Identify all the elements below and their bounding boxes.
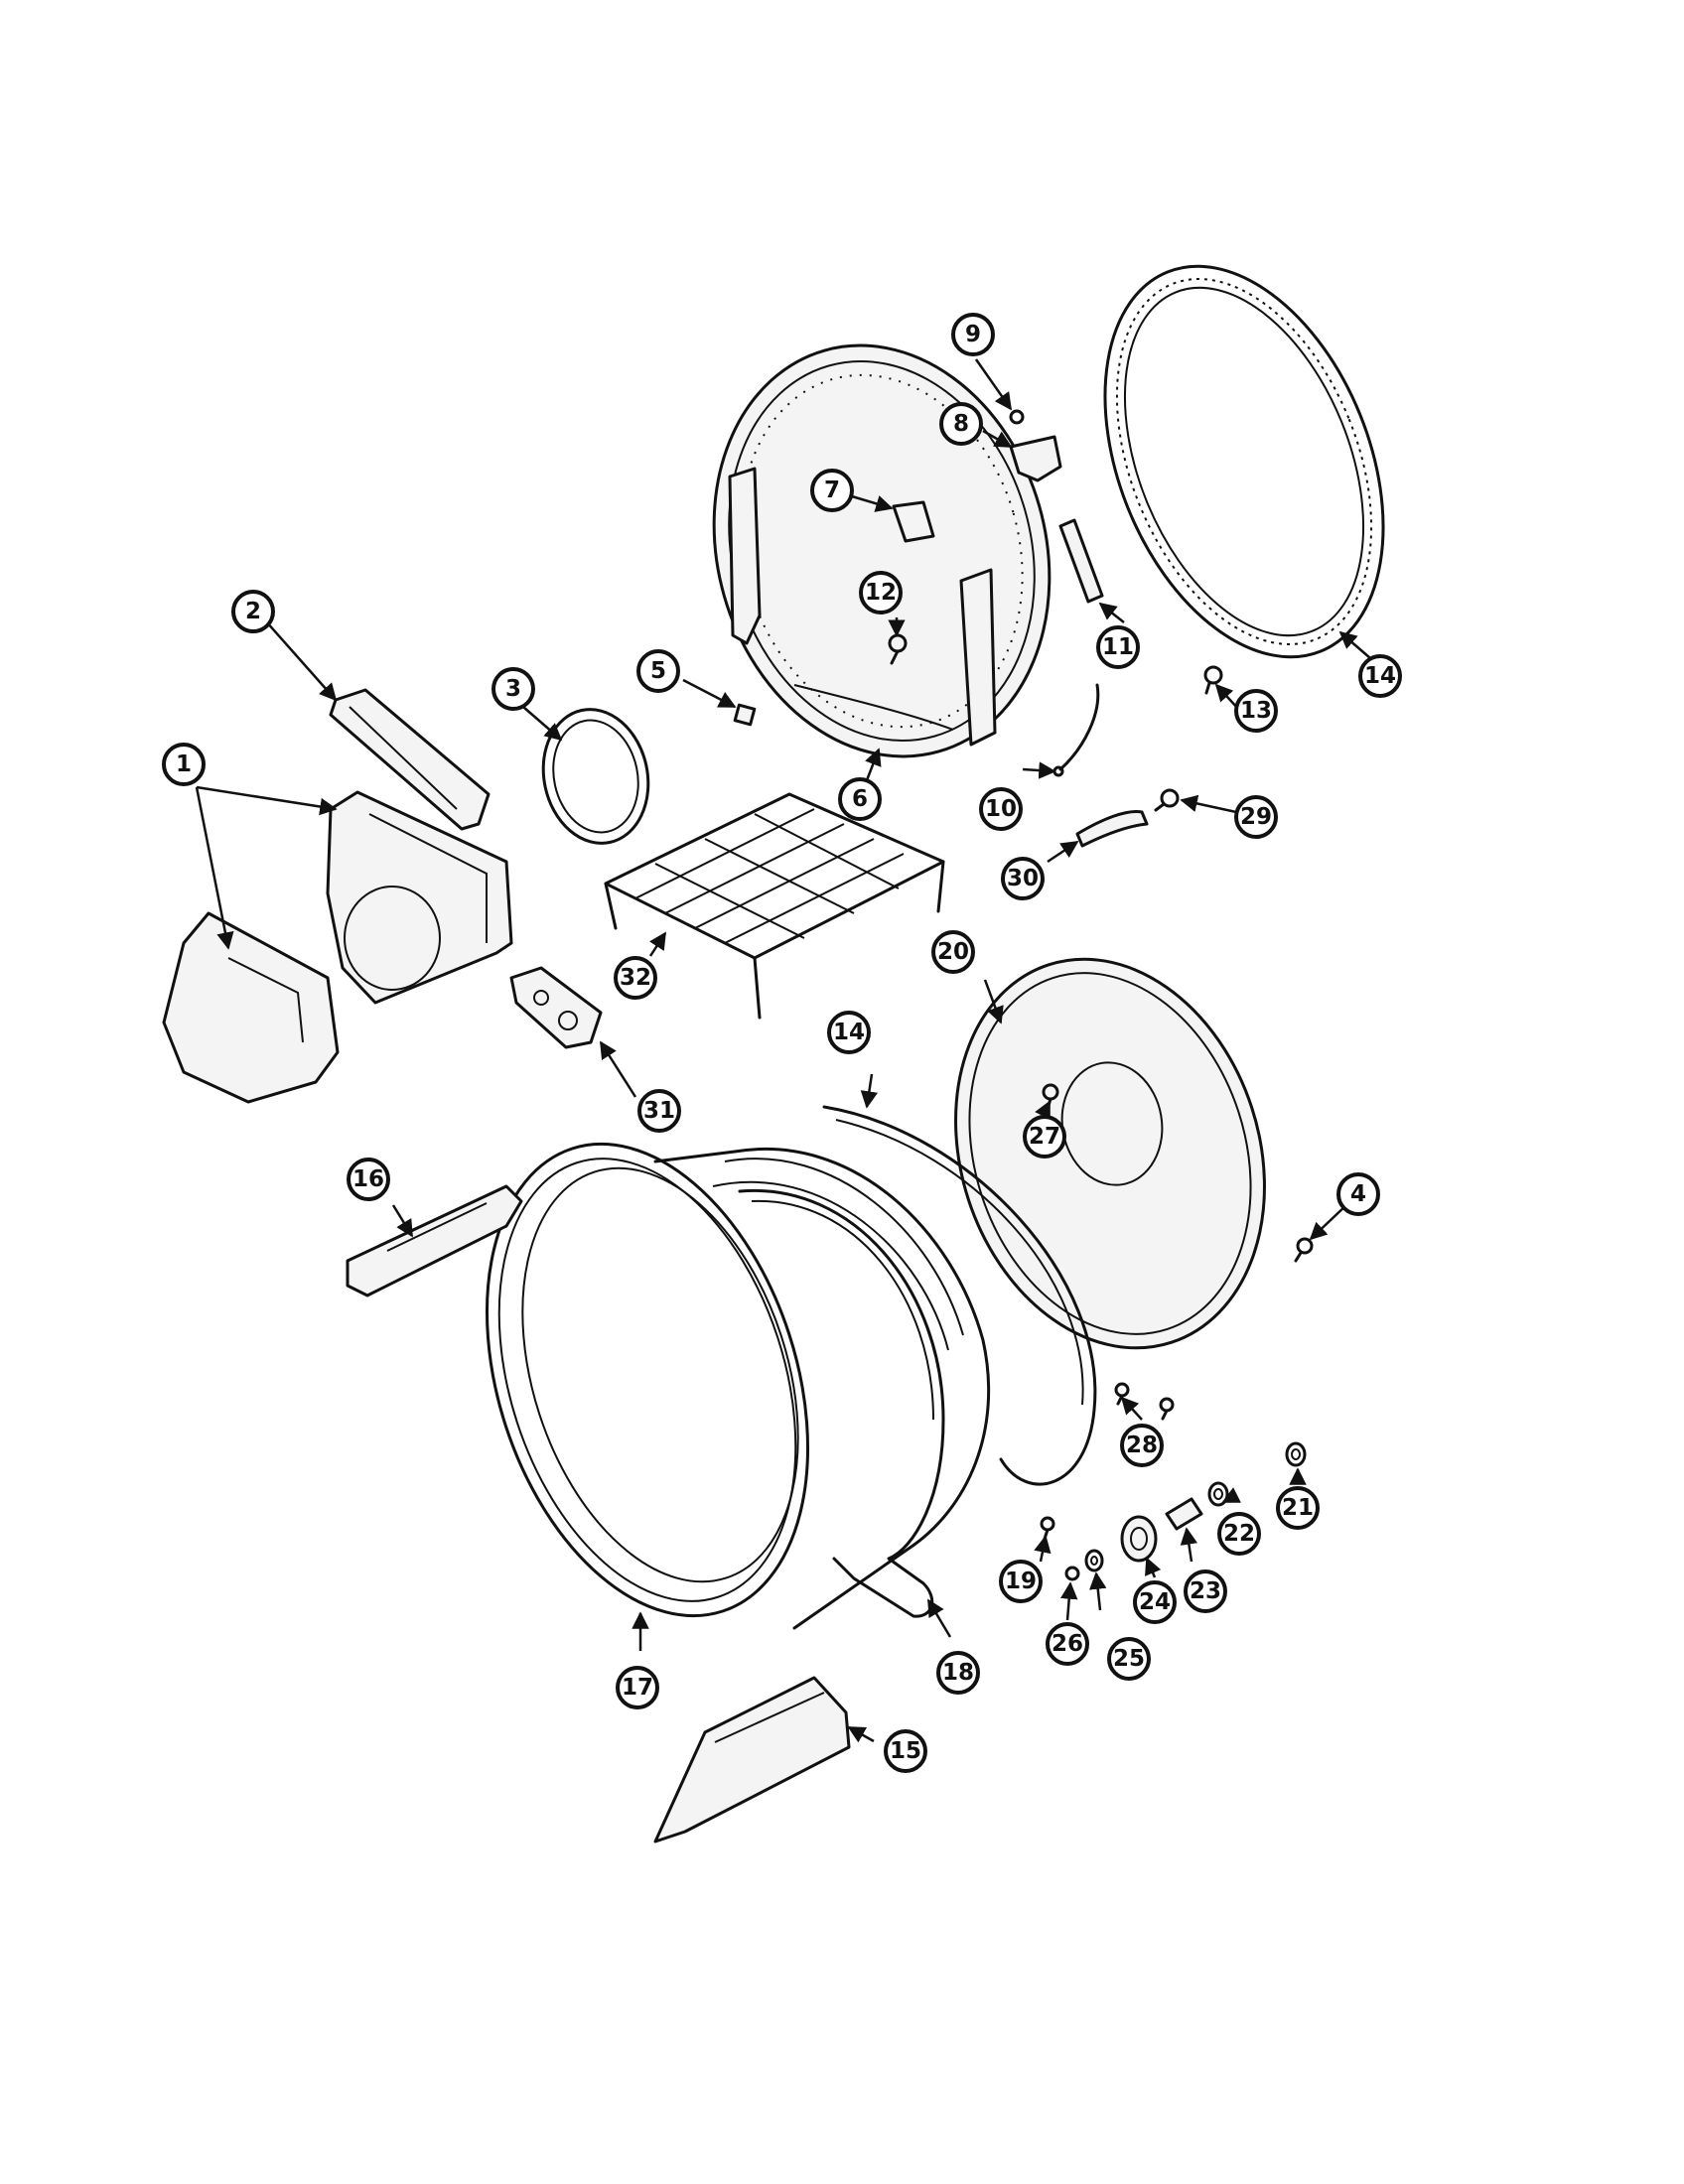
svg-text:21: 21	[1282, 1495, 1314, 1521]
part-20-front-bulkhead	[954, 957, 1266, 1350]
part-23-shaft	[1165, 1497, 1203, 1531]
svg-text:13: 13	[1240, 698, 1272, 724]
callout: 24	[1133, 1580, 1177, 1624]
callout: 9	[951, 313, 995, 356]
part-31-bracket	[509, 966, 603, 1049]
svg-text:18: 18	[942, 1660, 974, 1686]
callout: 29	[1234, 795, 1278, 839]
svg-text:28: 28	[1126, 1433, 1158, 1458]
svg-text:15: 15	[890, 1738, 921, 1764]
callout: 5	[636, 649, 680, 693]
svg-text:14: 14	[1364, 663, 1396, 689]
callout: 23	[1184, 1570, 1227, 1613]
part-15-front-bracket	[653, 1676, 851, 1843]
callout: 12	[859, 571, 903, 614]
svg-text:30: 30	[1007, 866, 1039, 891]
svg-text:2: 2	[245, 599, 261, 624]
svg-text:10: 10	[985, 796, 1017, 822]
part-17-drum	[485, 1142, 991, 1630]
callout: 6	[838, 777, 882, 821]
part-3-ring	[541, 708, 650, 845]
callout: 26	[1046, 1622, 1089, 1666]
svg-text:23: 23	[1190, 1578, 1221, 1604]
svg-text:32: 32	[620, 965, 651, 991]
svg-text:27: 27	[1029, 1124, 1060, 1150]
part-8-bracket	[1009, 435, 1062, 482]
callout: 2	[231, 590, 275, 633]
callout: 8	[939, 402, 983, 446]
svg-text:6: 6	[852, 786, 868, 812]
part-14-rear-drum-seal	[1103, 264, 1385, 659]
part-32-drying-rack	[604, 792, 945, 1020]
part-26-nut	[1064, 1566, 1080, 1581]
callout: 7	[810, 469, 854, 512]
svg-text:19: 19	[1005, 1569, 1037, 1594]
callout: 3	[491, 667, 535, 711]
part-19-screw	[1040, 1516, 1055, 1541]
callout: 22	[1217, 1512, 1261, 1556]
part-21-bearing	[1285, 1441, 1307, 1467]
part-6-rear-bulkhead	[712, 343, 1052, 758]
svg-text:22: 22	[1223, 1521, 1255, 1547]
part-9-nut	[1009, 409, 1025, 425]
svg-text:8: 8	[953, 411, 969, 437]
leader-lines	[195, 358, 1371, 1743]
callout: 11	[1096, 625, 1140, 669]
svg-text:31: 31	[643, 1098, 675, 1124]
callout: 31	[637, 1089, 681, 1133]
callout: 15	[884, 1729, 927, 1773]
part-11-slide	[1058, 518, 1104, 604]
callout: 18	[936, 1651, 980, 1695]
svg-text:20: 20	[937, 939, 969, 965]
part-5-clip	[733, 703, 757, 727]
svg-text:5: 5	[650, 658, 666, 684]
svg-text:17: 17	[622, 1675, 653, 1701]
part-25-washer	[1084, 1549, 1104, 1572]
callout: 10	[979, 787, 1023, 831]
callout: 17	[616, 1666, 659, 1709]
svg-text:7: 7	[824, 478, 840, 503]
part-4-screw	[1294, 1237, 1314, 1263]
callout: 19	[999, 1560, 1043, 1603]
callout: 1	[162, 743, 206, 786]
callout: 30	[1001, 857, 1045, 900]
part-24-pulley	[1120, 1515, 1158, 1563]
svg-text:4: 4	[1350, 1181, 1366, 1207]
callout: 25	[1107, 1637, 1151, 1681]
part-13-screw	[1203, 665, 1223, 695]
svg-text:16: 16	[352, 1166, 384, 1192]
part-16-baffle	[346, 1184, 523, 1297]
svg-text:3: 3	[505, 676, 521, 702]
part-7-tab	[892, 500, 935, 543]
part-29-screw	[1154, 788, 1180, 812]
callout: 27	[1023, 1115, 1066, 1159]
svg-text:29: 29	[1240, 804, 1272, 830]
callout: 32	[614, 956, 657, 1000]
callout: 14	[1358, 654, 1402, 698]
callout: 16	[347, 1158, 390, 1201]
svg-text:11: 11	[1102, 634, 1134, 660]
svg-text:1: 1	[176, 751, 192, 777]
callout: 21	[1276, 1486, 1320, 1530]
callout: 28	[1120, 1424, 1164, 1467]
part-14-front-drum-seal	[822, 1105, 1097, 1486]
part-1-duct-assembly	[162, 790, 513, 1104]
part-30-clip	[1075, 809, 1149, 848]
part-10-wire	[1052, 683, 1100, 777]
svg-text:25: 25	[1113, 1646, 1145, 1672]
svg-text:24: 24	[1139, 1589, 1171, 1615]
svg-text:14: 14	[833, 1020, 865, 1045]
callout: 13	[1234, 689, 1278, 733]
callout: 20	[931, 930, 975, 974]
part-2-lint-filter	[329, 688, 491, 831]
svg-text:26: 26	[1052, 1631, 1083, 1657]
svg-text:9: 9	[965, 322, 981, 347]
callout: 14	[827, 1011, 871, 1054]
svg-text:12: 12	[865, 580, 897, 606]
callout: 4	[1336, 1172, 1380, 1216]
